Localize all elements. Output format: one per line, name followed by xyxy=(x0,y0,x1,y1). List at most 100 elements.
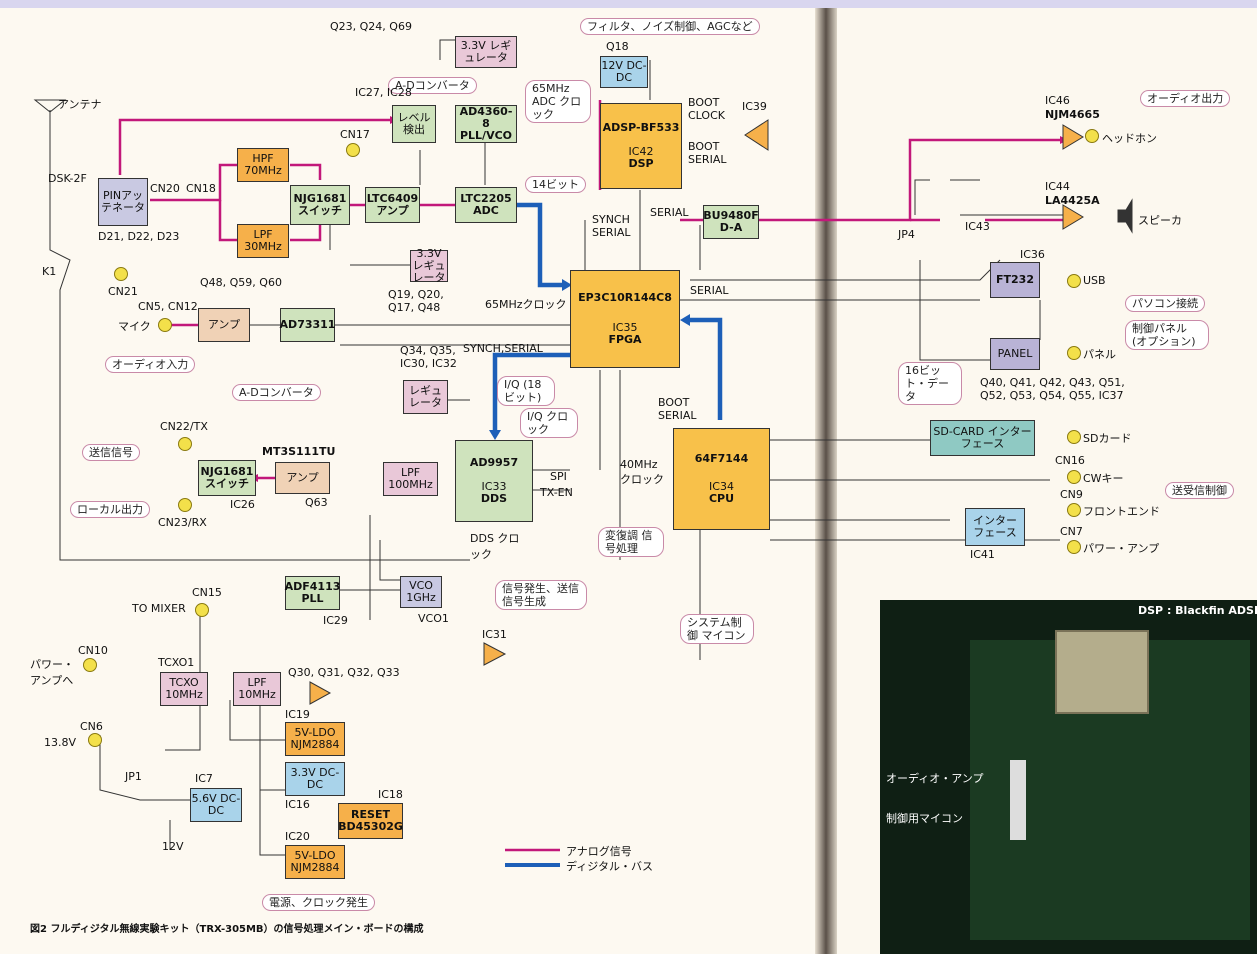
label-cn16: CN16 xyxy=(1055,454,1085,467)
dcdc-33v: 3.3V DC-DC xyxy=(285,762,345,796)
label-ic16: IC16 xyxy=(285,798,310,811)
label-40mhz: 40MHz クロック xyxy=(620,458,668,487)
note-demod: 変復調 信号処理 xyxy=(598,527,664,557)
label-q40: Q40, Q41, Q42, Q43, Q51, Q52, Q53, Q54, … xyxy=(980,376,1130,402)
label-synch-serial2: SYNCH,SERIAL xyxy=(463,342,543,355)
vco-1ghz: VCO 1GHz xyxy=(400,576,442,608)
label-ic44: IC44 xyxy=(1045,180,1070,193)
label-65mhz-clock: 65MHzクロック xyxy=(485,296,567,312)
ad73311-adc: AD73311 xyxy=(280,308,335,342)
connector-sd xyxy=(1067,430,1081,444)
label-cn23: CN23/RX xyxy=(158,516,207,529)
note-adc-conv: A-Dコンバータ xyxy=(232,384,321,401)
dsp-block: ADSP-BF533 IC42 DSP xyxy=(600,103,682,189)
mic-amp: アンプ xyxy=(198,308,250,342)
lpf30-block: LPF 30MHz xyxy=(237,224,289,258)
note-txrx: 送受信制御 xyxy=(1165,482,1234,499)
label-cn17: CN17 xyxy=(340,128,370,141)
label-cn9: CN9 xyxy=(1060,488,1083,501)
note-sys-ctrl: システム制御 マイコン xyxy=(680,614,754,644)
pin-attenuator-block: PINアッテネータ xyxy=(98,178,148,226)
label-to-mixer: TO MIXER xyxy=(132,602,186,615)
label-txen: TX-EN xyxy=(540,486,573,499)
label-cw: CWキー xyxy=(1083,470,1124,486)
hpf-block: HPF 70MHz xyxy=(237,148,289,182)
dcdc-12v: 12V DC-DC xyxy=(600,56,648,88)
note-audio-in: オーディオ入力 xyxy=(105,356,195,373)
label-ic7: IC7 xyxy=(195,772,213,785)
label-cn6: CN6 xyxy=(80,720,103,733)
connector-cn17 xyxy=(346,143,360,157)
note-filter: フィルタ、ノイズ制御、AGCなど xyxy=(580,18,760,35)
connector-cn6 xyxy=(88,733,102,747)
sdcard-interface: SD-CARD インターフェース xyxy=(930,420,1035,456)
reset-bd45302g: RESET BD45302G xyxy=(338,803,403,839)
label-q63: Q63 xyxy=(305,496,328,509)
connector-cn22 xyxy=(178,437,192,451)
note-iq18: I/Q (18ビット) xyxy=(497,376,555,406)
label-spi: SPI xyxy=(550,470,567,483)
label-ic18: IC18 xyxy=(378,788,403,801)
connector-pa xyxy=(1067,540,1081,554)
connector-panel xyxy=(1067,346,1081,360)
label-ic43: IC43 xyxy=(965,220,990,233)
label-boot-clock: BOOT CLOCK xyxy=(688,96,738,122)
label-ic26: IC26 xyxy=(230,498,255,511)
label-ic19: IC19 xyxy=(285,708,310,721)
dds-label: DDS xyxy=(481,493,507,505)
label-q48: Q48, Q59, Q60 xyxy=(200,276,282,289)
label-antenna: アンテナ xyxy=(58,96,102,112)
connector-headphone xyxy=(1085,129,1099,143)
cpu-block: 64F7144 IC34 CPU xyxy=(673,428,770,530)
label-speaker: スピーカ xyxy=(1138,212,1182,228)
ldo-5v-1: 5V-LDO NJM2884 xyxy=(285,722,345,756)
legend-digital: ディジタル・バス xyxy=(566,858,653,874)
note-iq-clock: I/Q クロック xyxy=(520,408,578,438)
label-mt3s: MT3S111TU xyxy=(262,445,335,458)
label-boot-serial2: BOOT SERIAL xyxy=(658,396,708,422)
sd-slot xyxy=(1055,630,1149,714)
label-front: フロントエンド xyxy=(1083,503,1160,519)
legend-analog: アナログ信号 xyxy=(566,843,632,859)
figure-caption: 図2 フルディジタル無線実験キット（TRX-305MB）の信号処理メイン・ボード… xyxy=(30,920,424,935)
label-serial-dsp: SERIAL xyxy=(650,206,688,219)
label-sd: SDカード xyxy=(1083,430,1131,446)
header-connector xyxy=(1010,760,1026,840)
label-dsk: DSK-2F xyxy=(48,172,87,185)
connector-cn23 xyxy=(178,498,192,512)
label-ic29: IC29 xyxy=(323,614,348,627)
photo-label-a: オーディオ・アンプ xyxy=(886,770,983,786)
dds-part: AD9957 xyxy=(470,457,518,469)
board-photo: DSP : Blackfin ADSP オーディオ・アンプ 制御用マイコン xyxy=(880,600,1257,954)
ad9957-dds: AD9957 IC33 DDS xyxy=(455,440,533,522)
label-dds-clock: DDS クロック xyxy=(470,530,522,562)
label-tcxo1: TCXO1 xyxy=(158,656,194,669)
adf4113-pll: ADF4113 PLL xyxy=(285,576,340,610)
note-65mhz-adc: 65MHz ADC クロック xyxy=(525,80,591,123)
connector-cn10 xyxy=(83,658,97,672)
label-cn7: CN7 xyxy=(1060,525,1083,538)
ltc2205-adc: LTC2205 ADC xyxy=(455,187,517,223)
mt3s111-amp: アンプ xyxy=(275,462,330,494)
label-ic46: IC46 xyxy=(1045,94,1070,107)
interface-block: インター フェース xyxy=(965,508,1025,546)
note-pc-conn: パソコン接続 xyxy=(1125,295,1205,312)
label-synch-serial: SYNCH SERIAL xyxy=(592,213,640,239)
lpf100-block: LPF 100MHz xyxy=(383,462,438,496)
label-cn20: CN20 xyxy=(150,182,180,195)
label-ic31: IC31 xyxy=(482,628,507,641)
cpu-label: CPU xyxy=(709,493,734,505)
label-ic39: IC39 xyxy=(742,100,767,113)
label-usb: USB xyxy=(1083,274,1106,287)
connector-cw xyxy=(1067,470,1081,484)
label-cn22: CN22/TX xyxy=(160,420,208,433)
label-q18: Q18 xyxy=(606,40,629,53)
label-vco1: VCO1 xyxy=(418,612,449,625)
label-njm4665: NJM4665 xyxy=(1045,108,1100,121)
connector-mic xyxy=(158,318,172,332)
label-d21: D21, D22, D23 xyxy=(98,230,179,243)
connector-cn21 xyxy=(114,267,128,281)
label-power-amp: パワー・アンプへ xyxy=(30,656,80,688)
note-local-out: ローカル出力 xyxy=(70,501,150,518)
label-boot-serial: BOOT SERIAL xyxy=(688,140,738,166)
